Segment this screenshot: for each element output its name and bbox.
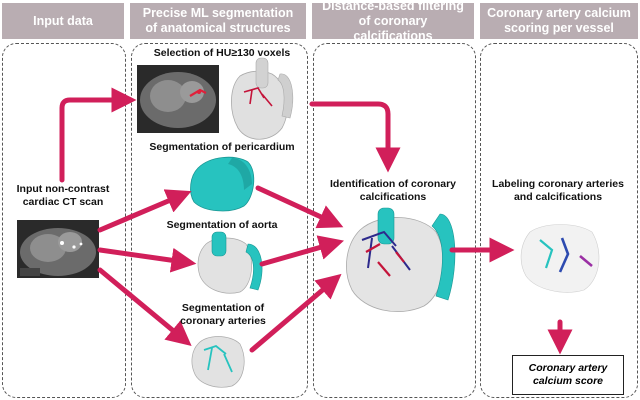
header-ml-segmentation: Precise ML segmentation of anatomical st…	[130, 3, 306, 39]
header-input-data: Input data	[2, 3, 124, 39]
label-pericardium: Segmentation of pericardium	[149, 141, 295, 153]
label-coronary-segmentation: Segmentation of coronary arteries	[180, 302, 266, 327]
label-calcium-score: Coronary artery calcium score	[528, 362, 608, 387]
arrow-hu-to-identification	[309, 101, 401, 173]
label-identification: Identification of coronary calcification…	[329, 178, 456, 203]
arrow-aorta-to-identification	[259, 235, 345, 267]
panel-calcium-scoring	[480, 43, 638, 398]
header-calcium-scoring: Coronary artery calcium scoring per vess…	[480, 3, 638, 39]
label-aorta: Segmentation of aorta	[166, 219, 278, 231]
arrow-input-to-hu	[59, 87, 137, 183]
hu-selection-image	[137, 65, 219, 133]
panel-ml-segmentation	[131, 43, 308, 398]
label-input-scan: Input non-contrast cardiac CT scan	[16, 183, 110, 208]
pericardium-render	[190, 156, 255, 212]
arrow-input-to-pericardium	[97, 189, 192, 233]
label-hu-selection: Selection of HU≥130 voxels	[153, 47, 291, 59]
panel-distance-filtering	[313, 43, 476, 398]
calcium-score-box: Coronary artery calcium score	[512, 355, 624, 395]
arrow-pericardium-to-identification	[255, 185, 344, 229]
heart-hu-render	[231, 57, 293, 140]
arrow-input-to-aorta	[97, 247, 197, 273]
ct-scan-image	[17, 220, 99, 278]
calcification-identification-render	[346, 207, 456, 313]
label-labeling: Labeling coronary arteries and calcifica…	[492, 178, 624, 203]
labeled-arteries-render	[520, 224, 600, 293]
aorta-render	[197, 231, 263, 294]
header-distance-filtering: Distance-based filtering of coronary cal…	[312, 0, 474, 43]
coronary-arteries-render	[191, 336, 245, 388]
arrow-input-to-coronary	[97, 267, 192, 346]
arrow-coronary-to-identification	[249, 273, 342, 353]
